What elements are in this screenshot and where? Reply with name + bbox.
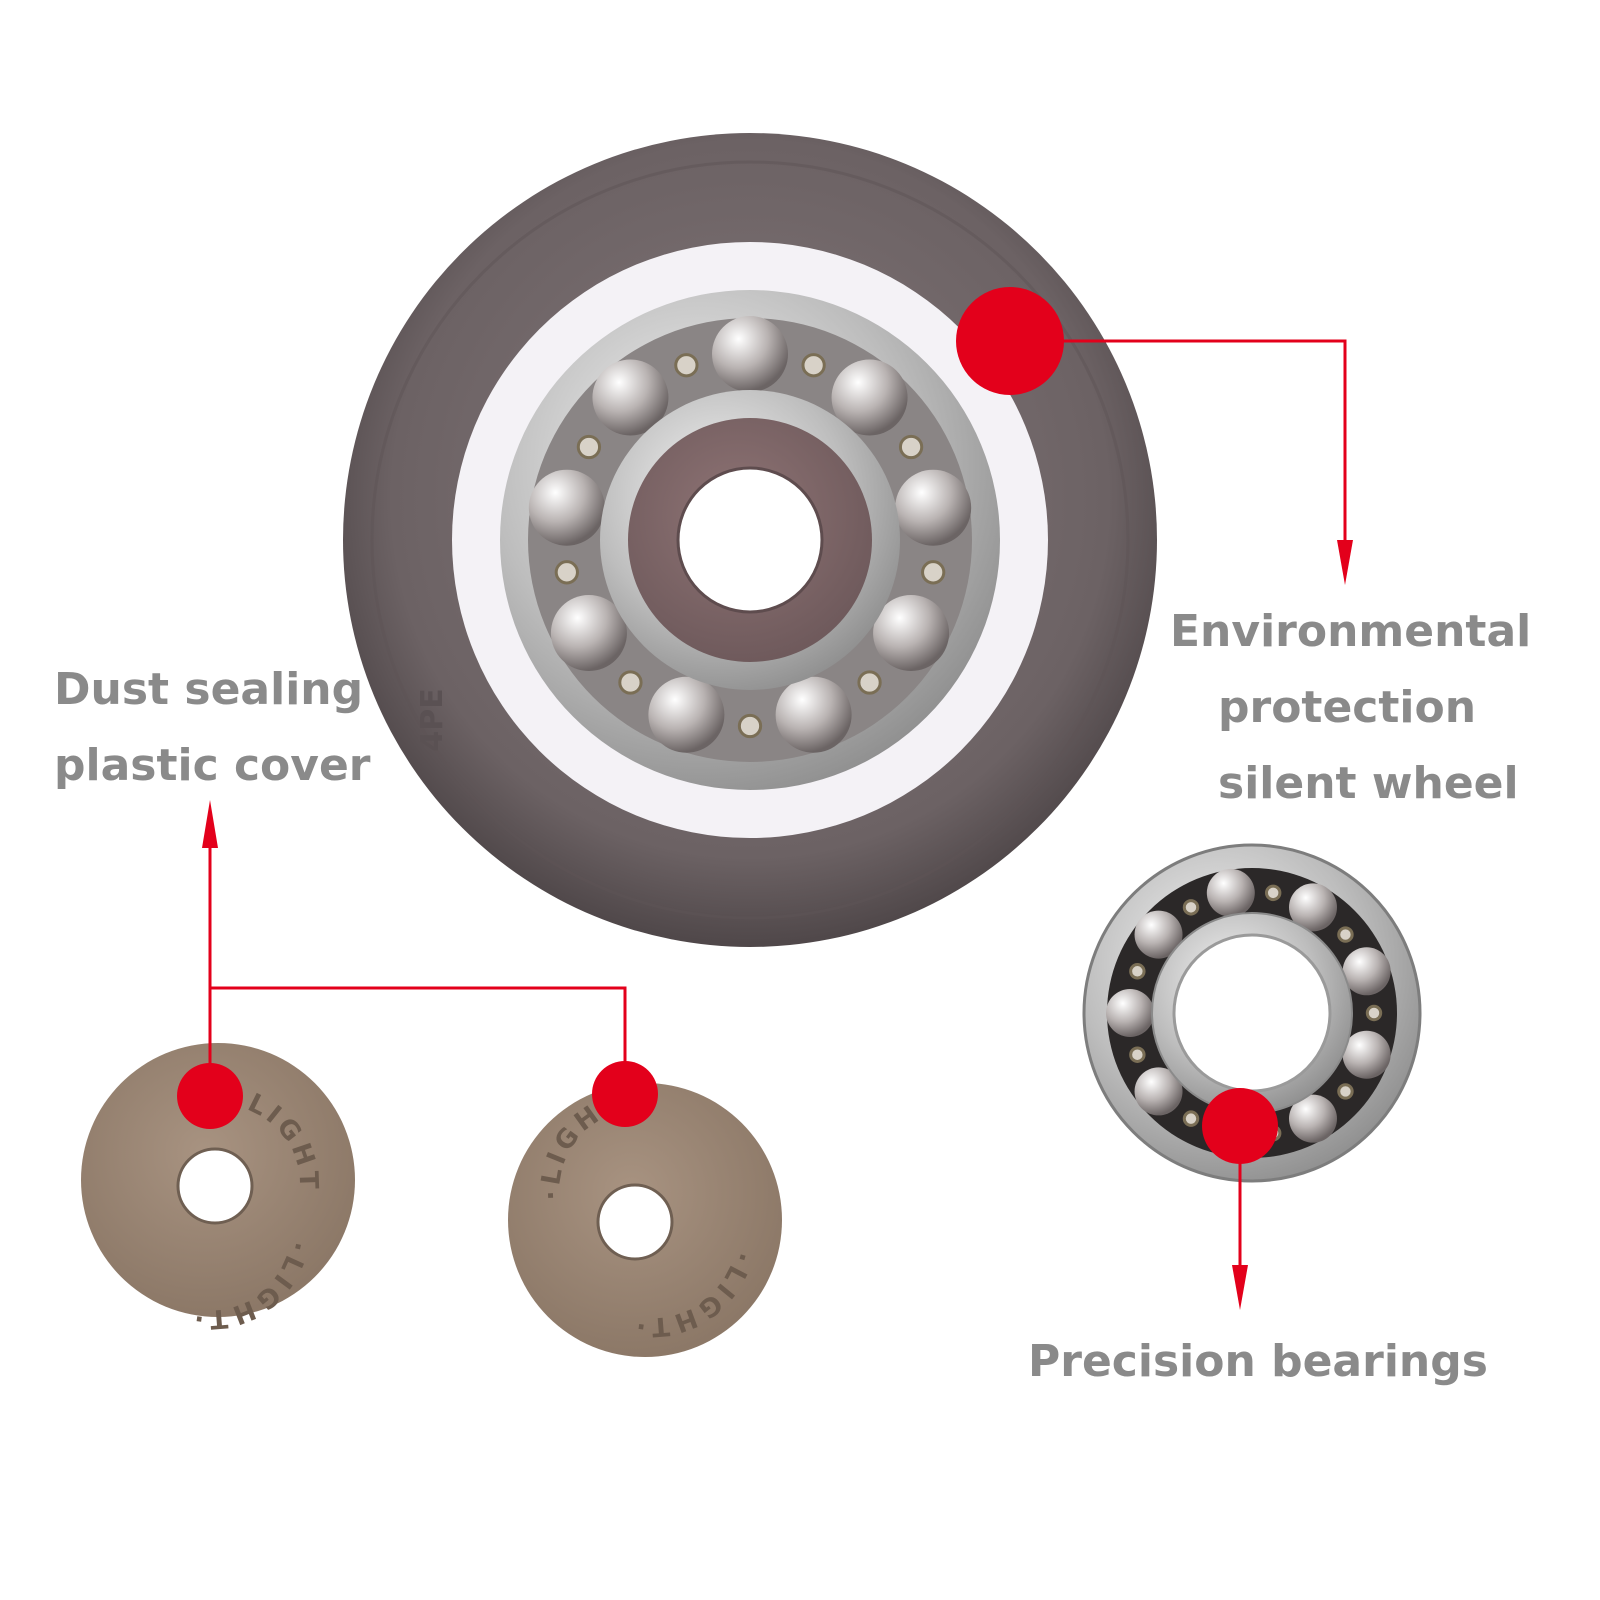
- marker-dot-cover-right: [592, 1061, 658, 1127]
- bearing-ball: [528, 469, 605, 546]
- wheel-tire-edge: [370, 160, 1130, 920]
- cover-engraving-2: ·LIGHT·: [0, 0, 323, 1193]
- bearing-ball: [592, 359, 669, 436]
- bearing-ball: [1342, 1030, 1391, 1079]
- wheel-label-line-1: Environmental: [1170, 606, 1532, 657]
- wheel-callout-line: [1010, 339, 1347, 545]
- bearing-ball: [895, 469, 972, 546]
- cage-rivet: [1129, 1046, 1146, 1063]
- cover-hole: [176, 1147, 254, 1225]
- dust-cover-label: Dust sealing plastic cover: [54, 652, 371, 804]
- cage-rivet: [1264, 884, 1282, 902]
- marker-dot-wheel: [956, 287, 1064, 395]
- arrow-down-icon: [1337, 540, 1353, 585]
- cage-rivet: [921, 560, 946, 585]
- wheel-label: Environmental protection silent wheel: [1170, 594, 1531, 822]
- bearing-ball: [1206, 868, 1255, 917]
- cage-rivet: [1365, 1004, 1383, 1022]
- cover-callout-line: [208, 986, 627, 1096]
- cage-rivet: [1337, 1083, 1354, 1100]
- wheel-engraving: 4PE: [415, 688, 450, 751]
- cage-rivet: [1129, 963, 1146, 980]
- cage-rivet: [801, 353, 826, 378]
- cage-rivet: [737, 713, 763, 739]
- bearing-ball: [1106, 989, 1154, 1037]
- bearing-ball: [712, 316, 788, 392]
- dust-cover-label-line-2: plastic cover: [54, 740, 371, 791]
- wheel-label-line-2: protection: [1218, 682, 1477, 733]
- bearing-ball: [1289, 883, 1337, 932]
- cage-rivet: [554, 560, 579, 585]
- bearing-balls: [528, 316, 972, 753]
- cage-rivet: [857, 670, 882, 695]
- cage-rivet: [1182, 899, 1200, 916]
- bearing-ball: [873, 595, 950, 671]
- bearing-ball: [775, 676, 852, 753]
- dust-cover-label-line-1: Dust sealing: [54, 664, 364, 715]
- bearing-ball: [1134, 910, 1183, 959]
- hub-bore: [676, 466, 824, 614]
- bearing-label: Precision bearings: [1028, 1336, 1488, 1387]
- bearing-ball: [648, 676, 725, 753]
- dust-cover-right: ·LIGHT· ·LIGHT·: [508, 1083, 782, 1357]
- cover-hole: [596, 1183, 674, 1261]
- cage-rivet: [1182, 1110, 1200, 1127]
- cage-rivet: [1337, 926, 1354, 943]
- marker-dot-bearing: [1202, 1088, 1278, 1164]
- arrow-up-icon: [202, 800, 218, 848]
- wheel-label-line-3: silent wheel: [1218, 758, 1519, 809]
- cage-rivet: [576, 434, 602, 460]
- arrow-down-icon: [1232, 1265, 1248, 1310]
- bearing-ball: [550, 595, 627, 671]
- cage-rivet: [898, 434, 924, 460]
- cage-rivet: [618, 670, 643, 695]
- silent-wheel: 4PE: [343, 133, 1157, 947]
- bearing-ball: [1342, 947, 1391, 996]
- bearing-ball: [1134, 1067, 1183, 1116]
- bearing-ball: [1289, 1094, 1337, 1143]
- bearing-bore: [1172, 933, 1332, 1093]
- marker-dot-cover-left: [177, 1063, 243, 1129]
- cage-rivet: [674, 353, 699, 378]
- bearing-ball: [831, 359, 908, 436]
